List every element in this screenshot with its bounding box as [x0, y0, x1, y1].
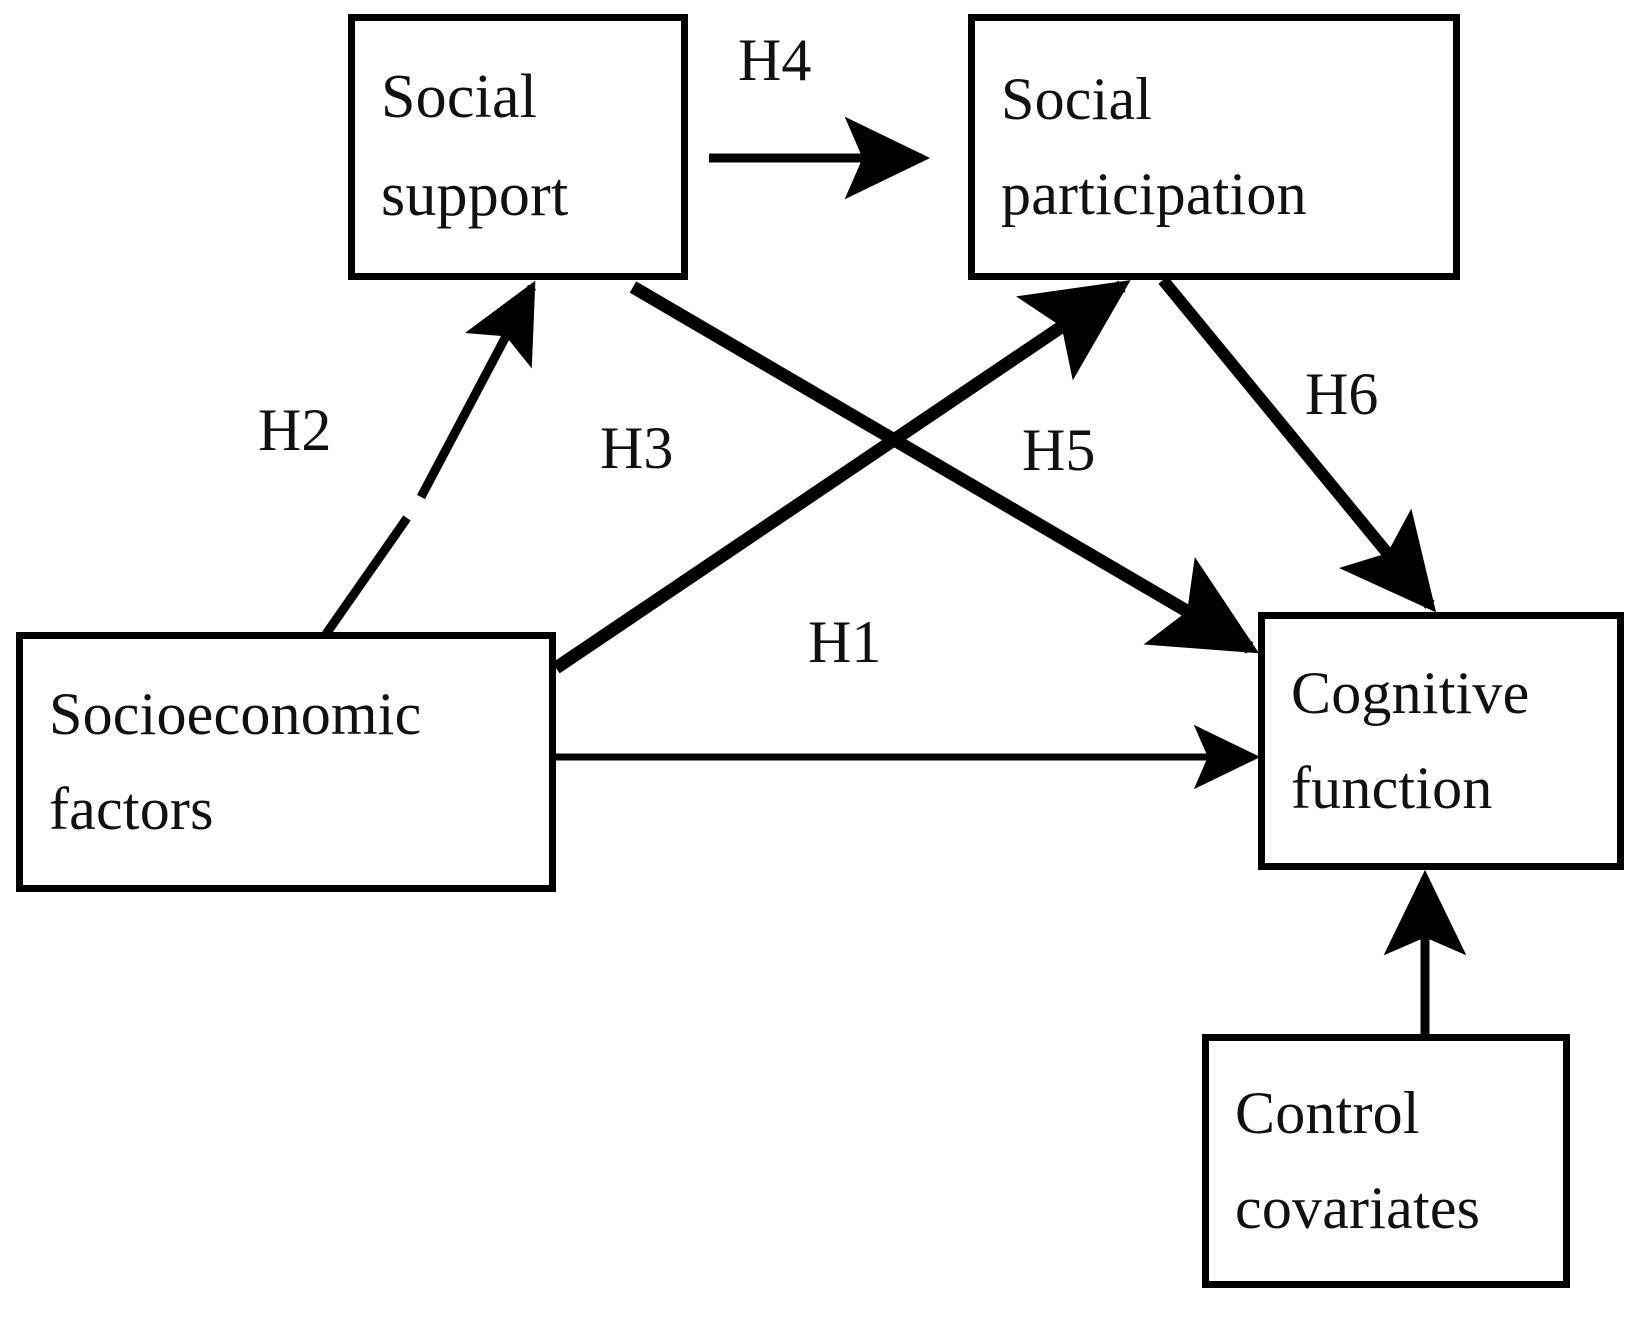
node-social-participation-label: Social participation: [1001, 66, 1307, 227]
node-social-support[interactable]: Social support: [348, 14, 688, 280]
node-socioeconomic-factors[interactable]: Socioeconomic factors: [16, 632, 556, 892]
edge-label-h1: H1: [808, 609, 882, 675]
node-cognitive-function-label: Cognitive function: [1291, 660, 1530, 821]
node-cognitive-function[interactable]: Cognitive function: [1258, 612, 1624, 870]
edge-label-h5: H5: [1022, 417, 1096, 483]
edge-h6-arrow: [1158, 276, 1437, 613]
node-social-support-label: Social support: [381, 63, 569, 229]
edge-label-h2: H2: [258, 397, 332, 463]
edge-h2-arrow-segment-lower: [322, 515, 411, 637]
node-control-covariates[interactable]: Control covariates: [1202, 1034, 1570, 1288]
edge-label-h4: H4: [738, 27, 812, 93]
edge-h2-arrow-segment-upper: [417, 280, 536, 500]
node-socioeconomic-factors-label: Socioeconomic factors: [49, 681, 422, 842]
edge-label-h6: H6: [1305, 361, 1379, 427]
edge-label-h3: H3: [600, 415, 674, 481]
edge-h3-arrow: [629, 281, 1259, 654]
node-social-participation[interactable]: Social participation: [968, 14, 1460, 280]
edge-h5-arrow: [552, 280, 1131, 674]
node-control-covariates-label: Control covariates: [1235, 1080, 1481, 1241]
